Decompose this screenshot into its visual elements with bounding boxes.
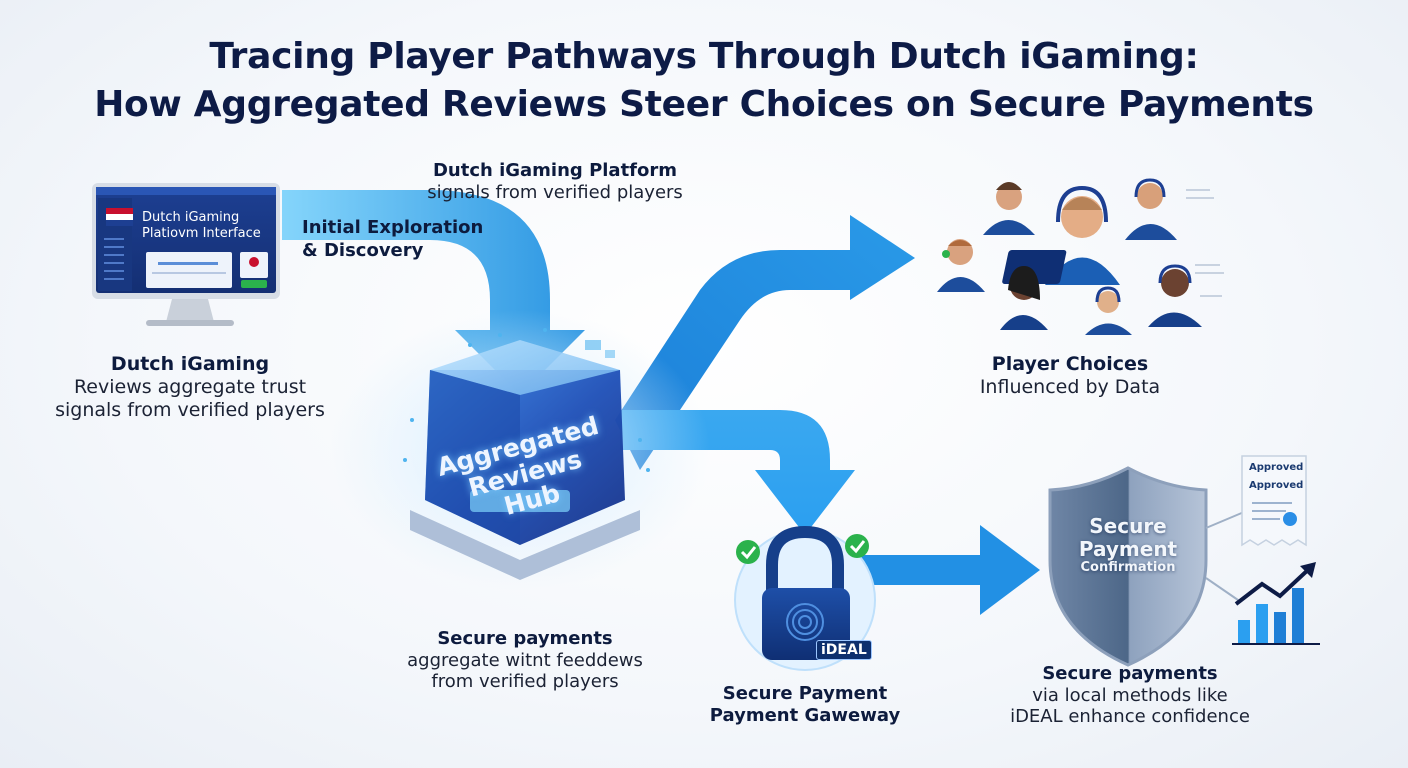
gateway-label-heading: Secure Payment — [722, 683, 888, 704]
platform-screen-line-1: Dutch iGaming — [142, 210, 240, 225]
exploration-label-line-2: & Discovery — [302, 240, 424, 262]
platform-screen-title: Dutch iGaming Platiovm Interface — [142, 210, 261, 243]
players-cluster — [937, 178, 1224, 335]
shield-title-line-1: Secure — [1089, 514, 1167, 538]
platform-label-line-2: signals from verified players — [55, 398, 325, 421]
exploration-label: Initial Exploration & Discovery — [302, 216, 483, 263]
document-approved-2: Approved — [1249, 480, 1304, 491]
shield-title-line-2: Payment — [1078, 537, 1178, 561]
arrow-to-players — [615, 215, 915, 470]
shield-title-line-3: Confirmation — [1080, 560, 1176, 575]
platform-screen-line-2: Platiovm Interface — [142, 226, 261, 242]
hub-label-line-1: aggregate witnt feeddews — [407, 649, 643, 671]
player-avatar — [983, 182, 1035, 235]
player-avatar — [1085, 286, 1132, 335]
top-label-heading: Dutch iGaming Platform — [432, 160, 678, 181]
platform-monitor — [92, 183, 280, 326]
gateway-label-line-1: Payment Gaweway — [709, 704, 901, 726]
player-avatar-headset — [1002, 185, 1120, 285]
ideal-badge: iDEAL — [816, 640, 872, 660]
hub-label: Secure payments aggregate witnt feeddews… — [380, 628, 670, 693]
check-badge-icon — [1283, 512, 1297, 526]
hub-label-heading: Secure payments — [437, 628, 613, 649]
top-platform-label: Dutch iGaming Platform signals from veri… — [405, 160, 705, 203]
shield-title: Secure Payment Confirmation — [1060, 515, 1196, 576]
player-avatar — [1148, 264, 1202, 327]
avatar-icon — [249, 257, 259, 267]
arrow-to-shield — [860, 525, 1040, 615]
platform-label: Dutch iGaming Reviews aggregate trust si… — [40, 353, 340, 421]
gateway-label: Secure Payment Payment Gaweway — [680, 683, 930, 726]
players-label: Player Choices Influenced by Data — [940, 353, 1200, 399]
shield-label: Secure payments via local methods like i… — [990, 663, 1270, 728]
players-label-heading: Player Choices — [991, 353, 1149, 375]
check-icon — [736, 540, 760, 564]
player-avatar — [937, 239, 985, 292]
diagram-title-line-2: How Aggregated Reviews Steer Choices on … — [94, 84, 1314, 125]
player-avatar — [1125, 178, 1177, 240]
hub-label-line-2: from verified players — [431, 671, 619, 693]
platform-label-heading: Dutch iGaming — [110, 353, 270, 375]
platform-label-line-1: Reviews aggregate trust — [73, 375, 307, 398]
reviews-hub-cube — [330, 310, 710, 590]
check-icon — [845, 534, 869, 558]
growth-chart-icon — [1232, 562, 1320, 645]
exploration-label-line-1: Initial Exploration — [302, 217, 484, 238]
top-label-line-1: signals from verified players — [427, 181, 683, 203]
shield-label-heading: Secure payments — [1042, 663, 1218, 684]
player-avatar — [1000, 266, 1048, 330]
secure-shield — [1048, 466, 1245, 667]
diagram-title-line-1: Tracing Player Pathways Through Dutch iG… — [209, 36, 1199, 77]
fingerprint-icon — [786, 603, 824, 641]
shield-label-line-2: iDEAL enhance confidence — [1010, 706, 1250, 728]
document-approved-1: Approved — [1249, 462, 1304, 473]
netherlands-flag-icon — [106, 208, 133, 226]
shield-label-line-1: via local methods like — [1032, 684, 1228, 706]
players-label-line-1: Influenced by Data — [979, 375, 1161, 398]
approval-document — [1241, 455, 1307, 547]
